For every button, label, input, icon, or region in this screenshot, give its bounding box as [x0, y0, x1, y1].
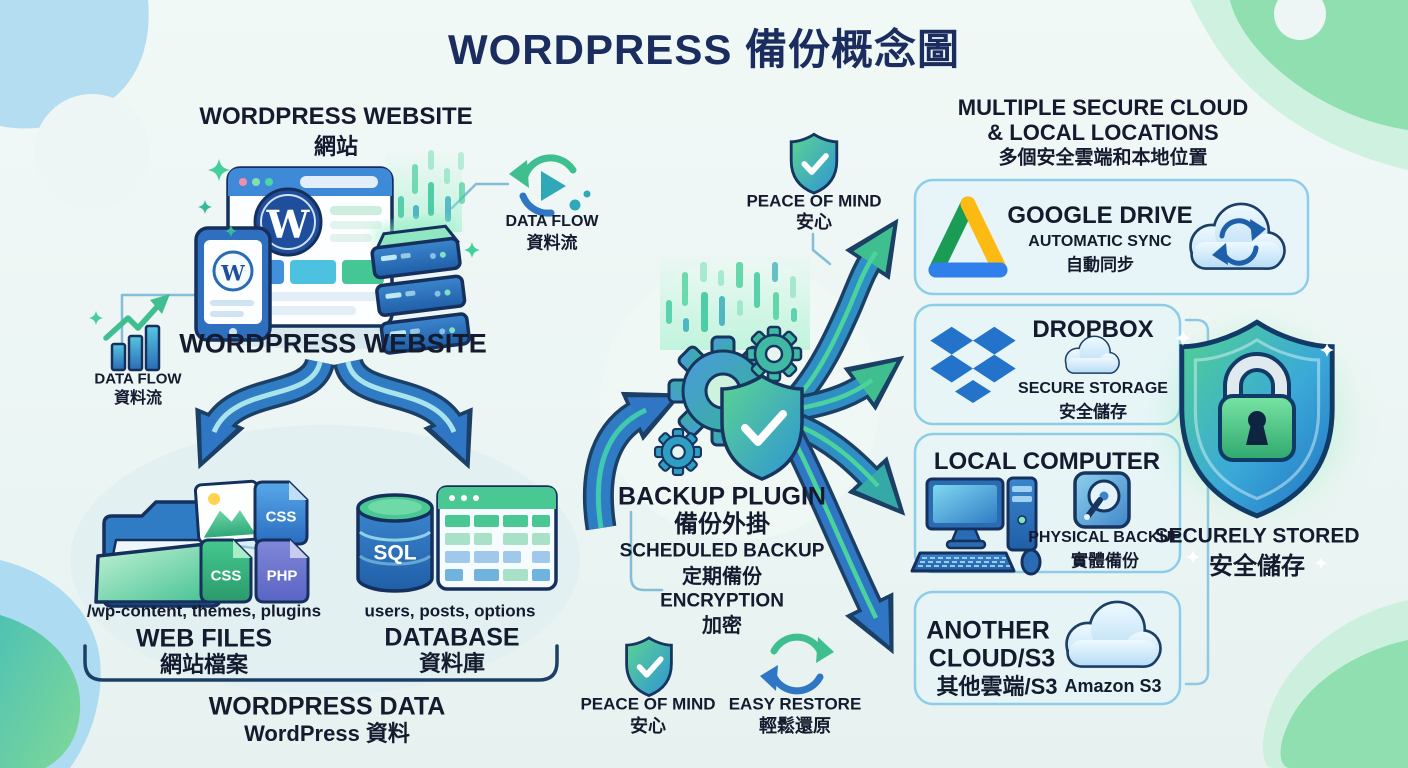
google-drive-name: GOOGLE DRIVE: [1007, 202, 1193, 229]
peace-shield-bottom-icon: [625, 636, 673, 697]
data-table-icon: [436, 485, 558, 591]
scheduled-backup-label-zh: 定期備份: [682, 566, 762, 588]
web-files-label-en: WEB FILES: [135, 624, 273, 653]
plugin-data-streams: [660, 252, 810, 350]
another-cloud-name-line1: ANOTHER: [926, 616, 1050, 645]
local-computer-sub-zh: 實體備份: [1071, 551, 1139, 571]
wp-monogram-browser: W: [266, 202, 310, 247]
fan-arrow-dropbox: [797, 355, 905, 421]
google-drive-sub-zh: 自動同步: [1066, 255, 1134, 275]
another-cloud-name-zh: 其他雲端/S3: [936, 674, 1058, 699]
data-flow-top-label-zh: 資料流: [526, 233, 578, 253]
wordpress-data-label-zh: WordPress 資料: [244, 721, 410, 746]
destinations-heading-line1: MULTIPLE SECURE CLOUD: [957, 95, 1249, 120]
easy-restore-label-en: EASY RESTORE: [728, 694, 862, 714]
sync-cloud-icon: [1192, 205, 1283, 267]
smartphone: [194, 226, 272, 342]
sql-database-icon: [356, 493, 434, 593]
peace-of-mind-bottom-label-en: PEACE OF MIND: [580, 694, 716, 714]
destinations-heading-line2: & LOCAL LOCATIONS: [987, 120, 1219, 145]
destinations-heading-zh: 多個安全雲端和本地位置: [998, 147, 1208, 169]
website-caption: WORDPRESS WEBSITE: [179, 328, 487, 359]
wordpress-data-label-en: WORDPRESS DATA: [208, 692, 446, 721]
data-flow-cycle-icon: [509, 154, 591, 217]
php-file-icon: [254, 538, 310, 604]
encryption-label-zh: 加密: [702, 615, 742, 637]
database-label-en: DATABASE: [384, 623, 520, 652]
website-heading-zh: 網站: [313, 134, 359, 159]
local-computer-name: LOCAL COMPUTER: [933, 448, 1161, 475]
google-drive-sub-en: AUTOMATIC SYNC: [1028, 233, 1172, 250]
sql-label: SQL: [373, 541, 417, 565]
data-flow-left-label-en: DATA FLOW: [94, 370, 182, 388]
database-label-zh: 資料庫: [418, 651, 486, 676]
data-flow-top-label-en: DATA FLOW: [505, 213, 599, 230]
growth-chart-icon: [103, 294, 170, 372]
fan-arrow-local-computer: [793, 414, 906, 516]
dropbox-name: DROPBOX: [1032, 316, 1154, 343]
split-arrow-left: [195, 357, 335, 470]
database-items: users, posts, options: [364, 601, 536, 621]
keyboard-icon: [910, 551, 1016, 573]
wordpress-logo: [212, 250, 254, 292]
restore-cycle-icon: [760, 633, 834, 695]
backup-plugin-label-zh: 備份外掛: [674, 511, 770, 538]
fan-arrow-another-cloud: [780, 430, 894, 655]
securely-stored-label-zh: 安全儲存: [1209, 553, 1305, 580]
wp-monogram-phone: W: [221, 260, 245, 286]
css-file-label-2: CSS: [210, 567, 242, 585]
amazon-s3-label: Amazon S3: [1064, 676, 1162, 696]
fan-arrow-google-drive: [787, 218, 899, 407]
image-file-icon: [193, 479, 269, 550]
backup-shield-check-icon: [720, 374, 804, 481]
dropbox-sub-zh: 安全儲存: [1059, 402, 1127, 422]
local-computer-card: [913, 432, 1182, 574]
easy-restore-label-zh: 輕鬆還原: [759, 716, 831, 736]
split-arrow-right: [333, 357, 473, 470]
securely-stored-label-en: SECURELY STORED: [1154, 524, 1360, 548]
web-files-label-zh: 網站檔案: [159, 652, 249, 677]
dropbox-sub-en: SECURE STORAGE: [1018, 380, 1168, 397]
mouse-icon: [1020, 548, 1042, 576]
another-cloud-name-line2: CLOUD/S3: [928, 644, 1056, 673]
peace-of-mind-bottom-label-zh: 安心: [630, 716, 666, 736]
peace-of-mind-top-label-en: PEACE OF MIND: [746, 191, 882, 211]
local-computer-sub-en: PHYSICAL BACKUP: [1028, 529, 1182, 546]
peace-shield-top-icon: [789, 132, 839, 195]
page-title: WORDPRESS 備份概念圖: [447, 26, 961, 73]
google-drive-logo: [928, 196, 1008, 278]
css-file-label-1: CSS: [265, 508, 297, 526]
web-files-path: /wp-content, themes, plugins: [86, 601, 322, 621]
scheduled-backup-label-en: SCHEDULED BACKUP: [619, 540, 825, 562]
peace-of-mind-top-label-zh: 安心: [796, 212, 832, 232]
server-stack: [370, 218, 471, 355]
flow-arrow-to-plugin: [582, 391, 683, 531]
hard-drive-icon: [1073, 471, 1131, 529]
padlock-shield-icon: [1152, 313, 1362, 523]
server-data-streams: [386, 150, 465, 232]
data-bracket: [83, 644, 559, 682]
css-file-icon-green: [199, 538, 253, 604]
encryption-label-en: ENCRYPTION: [660, 590, 784, 612]
backup-plugin-label-en: BACKUP PLUGIN: [618, 482, 826, 511]
data-flow-left-label-zh: 資料流: [113, 390, 163, 407]
desktop-computer-icon: [910, 476, 1042, 576]
website-heading-en: WORDPRESS WEBSITE: [199, 103, 473, 130]
php-file-label: PHP: [266, 567, 298, 585]
